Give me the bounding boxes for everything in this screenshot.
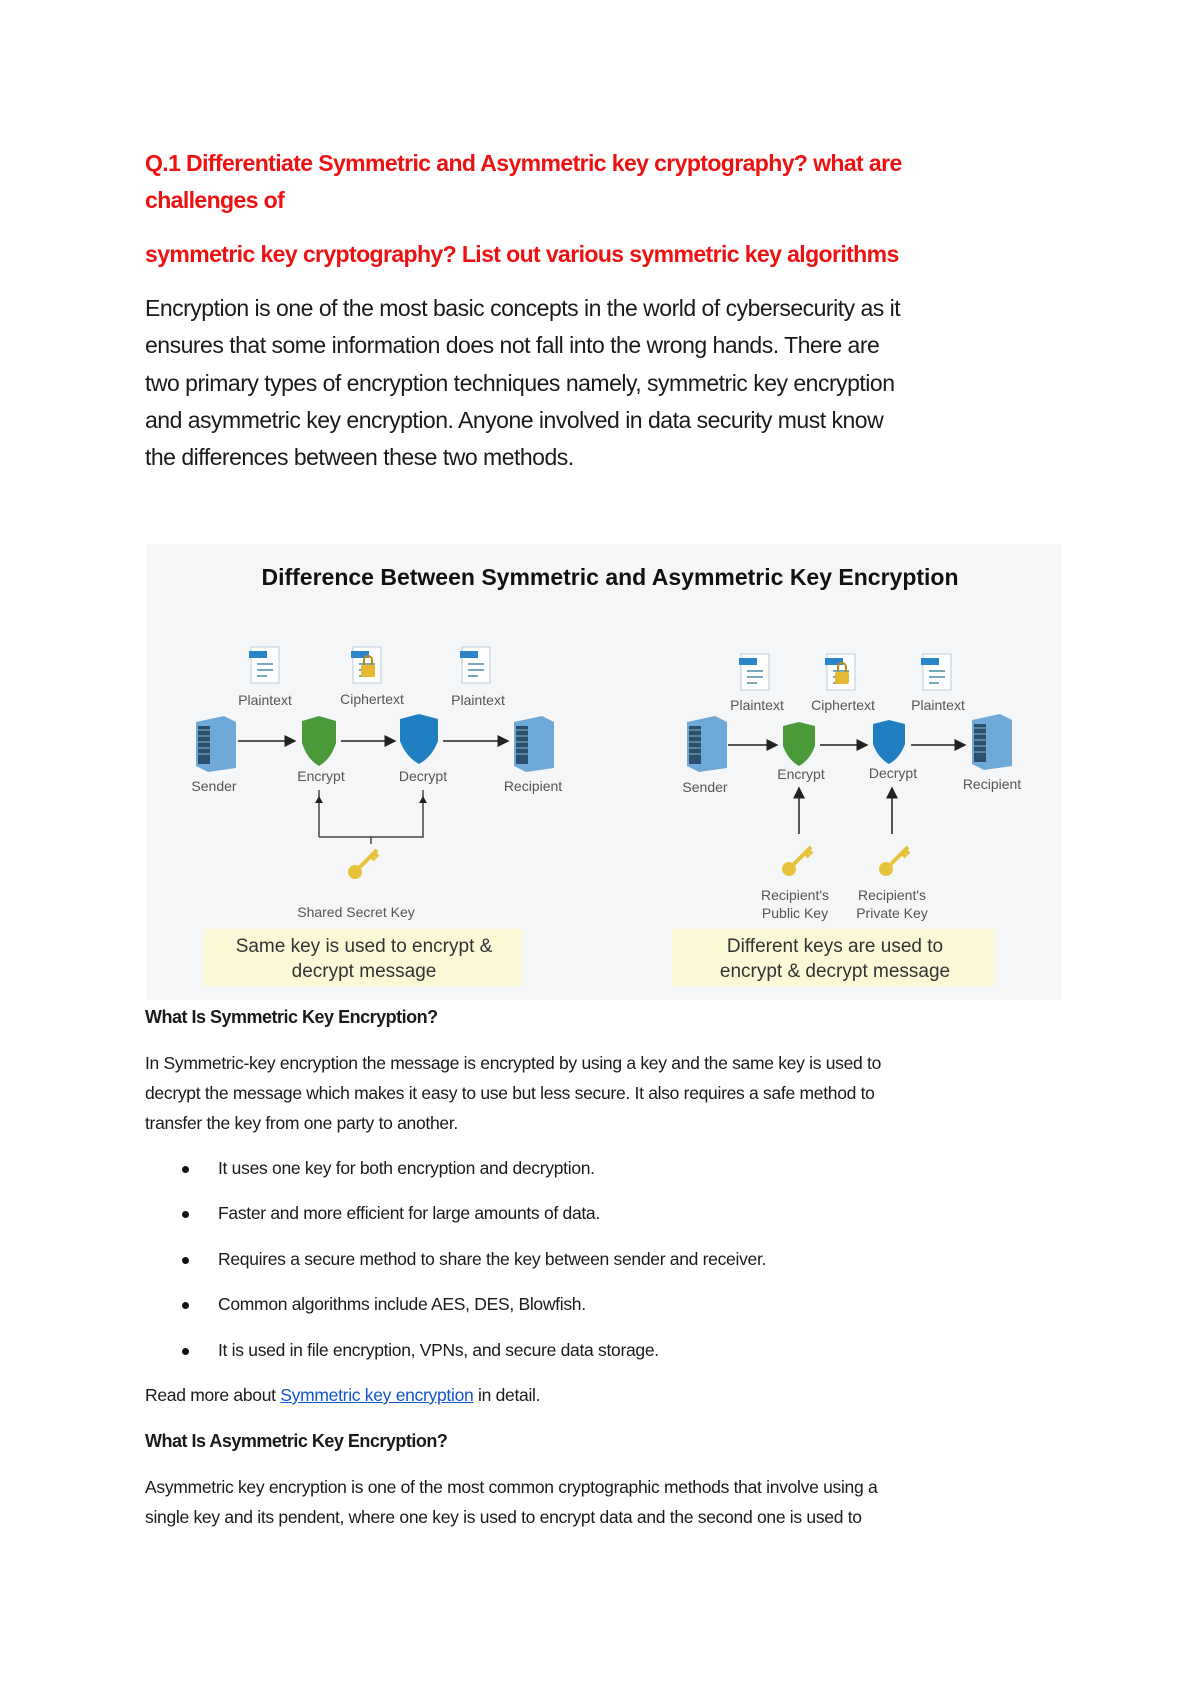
paragraph-line: In Symmetric-key encryption the message … (145, 1053, 882, 1073)
decrypt-label: Decrypt (869, 765, 917, 781)
ciphertext-doc-icon (351, 647, 381, 683)
encryption-diagram: Difference Between Symmetric and Asymmet… (146, 544, 1062, 1000)
recipient-server-icon (513, 715, 555, 773)
read-more-prefix: Read more about (145, 1385, 281, 1405)
encrypt-shield-icon (302, 716, 336, 766)
paragraph-line: decrypt the message which makes it easy … (145, 1083, 875, 1103)
symmetric-panel: Plaintext Ciphertext Plaintext Sender En… (191, 647, 562, 986)
doc-label: Plaintext (238, 692, 292, 708)
decrypt-label: Decrypt (399, 768, 447, 784)
sender-server-icon (686, 715, 728, 773)
private-key-label: Private Key (856, 905, 928, 921)
encrypt-shield-icon (783, 722, 815, 766)
decrypt-shield-icon (873, 720, 905, 764)
symmetric-note-box (204, 929, 523, 986)
plaintext-doc-icon (920, 653, 952, 691)
encrypt-label: Encrypt (297, 768, 345, 784)
public-key-label: Recipient's (761, 887, 829, 903)
recipient-label: Recipient (963, 776, 1021, 792)
note-line: decrypt message (292, 961, 437, 982)
question-heading-line3: symmetric key cryptography? List out var… (145, 241, 899, 267)
bullet-icon (182, 1166, 189, 1173)
note-line: encrypt & decrypt message (720, 961, 950, 982)
read-more-line: Read more about Symmetric key encryption… (145, 1385, 540, 1406)
paragraph-line: single key and its pendent, where one ke… (145, 1507, 862, 1527)
sender-server-icon (195, 715, 237, 773)
symmetric-section-title: What Is Symmetric Key Encryption? (145, 1007, 438, 1027)
sender-label: Sender (682, 779, 727, 795)
bullet-icon (182, 1348, 189, 1355)
decrypt-shield-icon (400, 714, 438, 764)
doc-label: Plaintext (730, 697, 784, 713)
bullet-item: It is used in file encryption, VPNs, and… (218, 1340, 659, 1360)
paragraph-line: Asymmetric key encryption is one of the … (145, 1477, 878, 1497)
encrypt-label: Encrypt (777, 766, 825, 782)
note-line: Different keys are used to (727, 936, 943, 957)
intro-line: and asymmetric key encryption. Anyone in… (145, 407, 884, 433)
diagram-background (146, 544, 1062, 1000)
bullet-icon (182, 1257, 189, 1264)
paragraph-line: transfer the key from one party to anoth… (145, 1113, 458, 1133)
read-more-suffix: in detail. (473, 1385, 541, 1405)
question-heading-line2: challenges of (145, 187, 285, 213)
symmetric-key-encryption-link[interactable]: Symmetric key encryption (280, 1385, 474, 1405)
asymmetric-section-title: What Is Asymmetric Key Encryption? (145, 1431, 448, 1451)
public-key-label: Public Key (762, 905, 828, 921)
intro-line: Encryption is one of the most basic conc… (145, 295, 901, 321)
intro-line: the differences between these two method… (145, 444, 574, 470)
bullet-item: It uses one key for both encryption and … (218, 1158, 595, 1178)
asymmetric-note-box (672, 929, 995, 986)
bullet-item: Faster and more efficient for large amou… (218, 1203, 600, 1223)
doc-label: Plaintext (911, 697, 965, 713)
bullet-icon (182, 1211, 189, 1218)
doc-label: Ciphertext (340, 691, 404, 707)
bullet-item: Common algorithms include AES, DES, Blow… (218, 1294, 586, 1314)
doc-label: Plaintext (451, 692, 505, 708)
diagram-title: Difference Between Symmetric and Asymmet… (261, 564, 958, 590)
bullet-item: Requires a secure method to share the ke… (218, 1249, 767, 1269)
intro-line: two primary types of encryption techniqu… (145, 370, 895, 396)
recipient-server-icon (971, 713, 1013, 771)
bullet-icon (182, 1302, 189, 1309)
asymmetric-panel: Plaintext Ciphertext Plaintext Sender En… (672, 654, 1021, 986)
ciphertext-doc-icon (825, 654, 855, 690)
plaintext-doc-icon (738, 653, 770, 691)
note-line: Same key is used to encrypt & (236, 936, 493, 957)
question-heading-line1: Q.1 Differentiate Symmetric and Asymmetr… (145, 150, 902, 176)
plaintext-doc-icon (459, 646, 491, 684)
private-key-label: Recipient's (858, 887, 926, 903)
plaintext-doc-icon (248, 646, 280, 684)
recipient-label: Recipient (504, 778, 562, 794)
doc-label: Ciphertext (811, 697, 875, 713)
shared-key-label: Shared Secret Key (297, 904, 415, 920)
sender-label: Sender (191, 778, 236, 794)
intro-line: ensures that some information does not f… (145, 332, 880, 358)
